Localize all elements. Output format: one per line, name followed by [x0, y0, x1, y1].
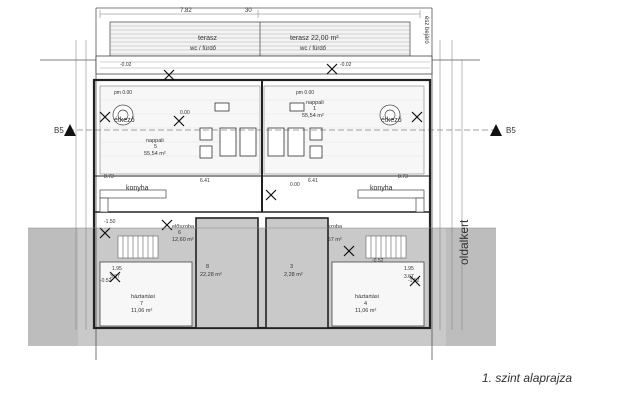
level-mark: -1.52 — [408, 278, 420, 284]
utility-left — [99, 261, 193, 327]
room-storage-right-num: 4 — [364, 301, 367, 307]
room-living-right-num: 1 — [313, 106, 316, 112]
dim-mark: 6.41 — [308, 178, 318, 184]
terrace-block — [109, 21, 411, 57]
terrace-wall-strip — [95, 55, 433, 75]
drawing-caption: 1. szint alaprajza — [482, 371, 573, 385]
level-mark: 0.00 — [290, 182, 300, 188]
kitchen-counters — [99, 189, 425, 213]
cross-marker-icon — [99, 63, 423, 287]
garage-right-num: 3 — [290, 264, 293, 270]
room-dining-left: étkező — [114, 117, 135, 124]
room-storage-left-area: 11,06 m² — [131, 308, 152, 314]
garage-right-area: 2,28 m² — [284, 272, 303, 278]
room-hall-left-area: 12,60 m² — [172, 237, 194, 243]
room-storage-right-area: 11,06 m² — [355, 308, 376, 314]
level-markers: pm 0.00 pm 0.00 -0.02 -0.02 0.00 0.00 -1… — [100, 62, 420, 284]
stair-right — [365, 235, 407, 259]
room-hall-left-num: 6 — [178, 230, 181, 236]
utility-right — [331, 261, 425, 327]
stair-left — [117, 235, 159, 259]
dim-mark: 3.67 — [404, 274, 414, 280]
level-mark: pm 0.00 — [114, 90, 132, 96]
level-mark: -1.50 — [104, 219, 116, 225]
room-living-left: nappali — [146, 138, 164, 144]
room-storage-left: háztartási — [131, 294, 155, 300]
furniture-center — [199, 102, 323, 159]
section-mark-right: B5 — [506, 126, 516, 135]
wc-left-label: wc / fürdő — [189, 46, 217, 52]
terrace-right-label: terasz 22,00 m² — [290, 35, 339, 42]
garage-left-area: 22,28 m² — [200, 272, 222, 278]
wc-right-label: wc / fürdő — [299, 46, 327, 52]
room-hall-left: előszoba — [172, 224, 195, 230]
dim-mark: 6.41 — [200, 178, 210, 184]
building-outline — [92, 78, 432, 330]
top-dimension-chain — [99, 10, 421, 18]
section-mark-left: B5 — [54, 126, 64, 135]
dining-table-left — [112, 104, 134, 126]
room-hall-right: előszoba — [320, 224, 343, 230]
room-living-right: nappali — [306, 100, 324, 106]
room-storage-left-num: 7 — [140, 301, 143, 307]
garage-left — [195, 217, 259, 329]
dim-mark: 1.95 — [404, 266, 414, 272]
level-mark: -0.52 — [372, 258, 384, 264]
level-mark: pm 0.00 — [296, 90, 314, 96]
level-mark: -0.02 — [120, 62, 132, 68]
room-living-right-area: 55,54 m² — [302, 113, 324, 119]
room-living-left-area: 55,54 m² — [144, 151, 166, 157]
room-storage-right: háztartási — [355, 294, 379, 300]
level-mark: -0.52 — [100, 278, 112, 284]
dining-table-right — [379, 104, 401, 126]
dim-mark: 8.73 — [104, 174, 114, 180]
dim-mark: 1.95 — [112, 266, 122, 272]
level-mark: -0.02 — [340, 62, 352, 68]
level-mark: 0.00 — [180, 110, 190, 116]
section-line — [64, 124, 502, 136]
room-living-left-num: 5 — [154, 144, 157, 150]
side-dimensions — [75, 40, 463, 330]
room-hall-right-area: 12,57 m² — [320, 237, 342, 243]
top-dim-1: 7.82 — [180, 8, 192, 14]
room-kitchen-right: konyha — [370, 185, 393, 192]
top-right-label: ész bejáró — [423, 16, 429, 44]
room-dining-right: étkező — [381, 117, 402, 124]
garage-right — [265, 217, 329, 329]
dim-mark: 8.73 — [398, 174, 408, 180]
side-garden-label: oldalkert — [457, 219, 471, 265]
garage-left-num: 8 — [206, 264, 209, 270]
terrace-left-label: terasz — [198, 35, 218, 42]
room-kitchen-left: konyha — [126, 185, 149, 192]
top-dim-2: 30 — [245, 8, 252, 14]
